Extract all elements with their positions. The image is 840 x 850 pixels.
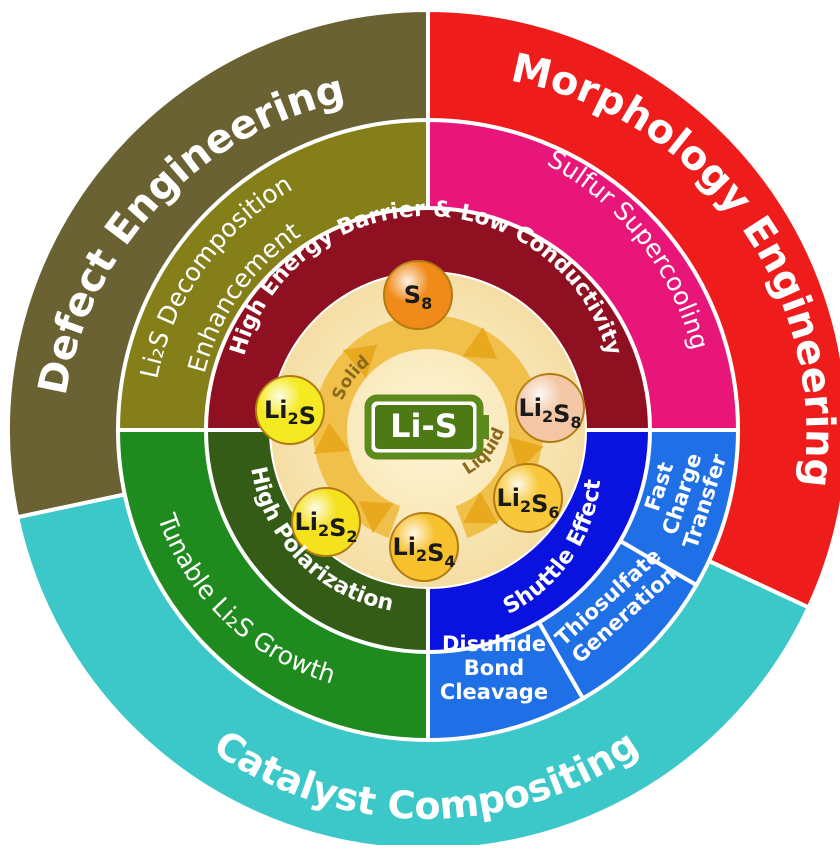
species-li2s6: Li2S6 [493, 463, 563, 533]
species-li2s8: Li2S8 [515, 373, 585, 443]
species-label: Li2S6 [496, 484, 559, 522]
species-label: Li2S [264, 396, 316, 430]
battery-icon: Li-S [364, 394, 489, 460]
cycle-arrowhead [342, 344, 378, 378]
cycle-arrowhead [313, 422, 350, 455]
species-label: Li2S8 [518, 394, 581, 432]
species-label: Li2S2 [294, 508, 357, 546]
cycle-arrowheads [313, 326, 544, 534]
cycle-arrowhead [462, 326, 498, 359]
cycle-arrowhead [508, 437, 544, 471]
species-li2s: Li2S [255, 375, 325, 445]
species-label: Li2S4 [392, 533, 455, 571]
species-s8: S8 [383, 260, 453, 330]
species-label: S8 [404, 281, 432, 313]
species-li2s4: Li2S4 [389, 512, 459, 582]
species-li2s2: Li2S2 [291, 487, 361, 557]
cycle-arrowhead [358, 501, 394, 534]
cycle-arrowhead [463, 492, 499, 524]
center-label: Li-S [390, 407, 458, 445]
